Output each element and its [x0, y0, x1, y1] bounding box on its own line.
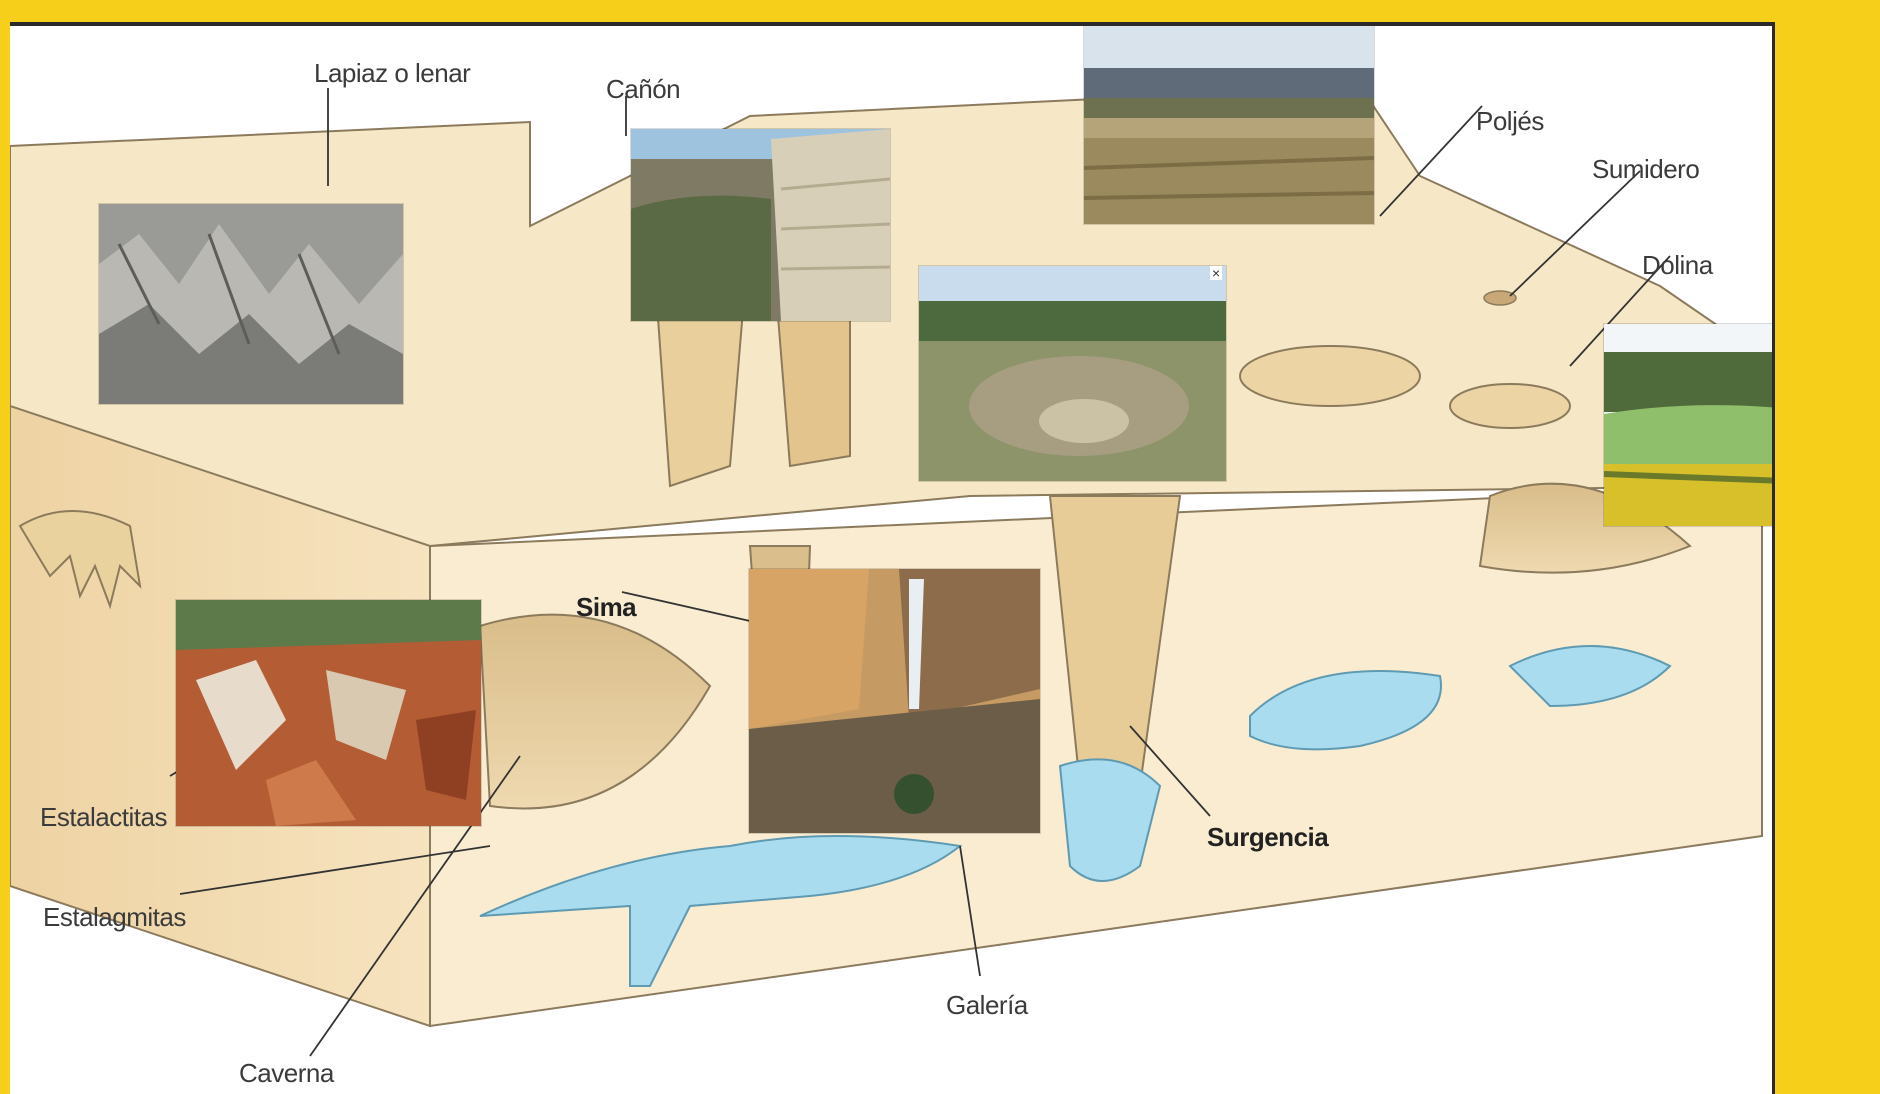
sima-cliff-waterfall-photo: [749, 569, 1040, 833]
dolina-depression: [1240, 346, 1420, 406]
diagram-panel: × Lapiaz o lenar Cañón: [10, 22, 1775, 1094]
label-sima: Sima: [576, 592, 636, 623]
label-surgencia: Surgencia: [1207, 822, 1328, 853]
close-icon[interactable]: ×: [1210, 266, 1222, 280]
label-caverna: Caverna: [239, 1058, 334, 1089]
sumidero-hole: [1484, 291, 1516, 305]
canyon-photo: [631, 129, 890, 321]
lapiaz-rock-photo: [99, 204, 403, 404]
label-estalagmitas: Estalagmitas: [43, 902, 186, 933]
label-sumidero: Sumidero: [1592, 154, 1699, 185]
label-estalactitas: Estalactitas: [40, 802, 167, 833]
green-valley-photo: [1604, 324, 1775, 526]
dolina-depression-2: [1450, 384, 1570, 428]
polje-landscape-photo: [1084, 22, 1374, 224]
label-canon: Cañón: [606, 74, 680, 105]
label-lapiaz: Lapiaz o lenar: [314, 58, 470, 89]
label-dolina: Dolina: [1642, 250, 1713, 281]
karst-block-diagram: [10, 26, 1772, 1094]
yellow-frame-right: [1782, 0, 1880, 1090]
karst-rock-closeup-photo: [176, 600, 481, 826]
label-galeria: Galería: [946, 990, 1028, 1021]
dolina-crater-photo: [919, 266, 1226, 481]
label-poljes: Poljés: [1476, 106, 1544, 137]
